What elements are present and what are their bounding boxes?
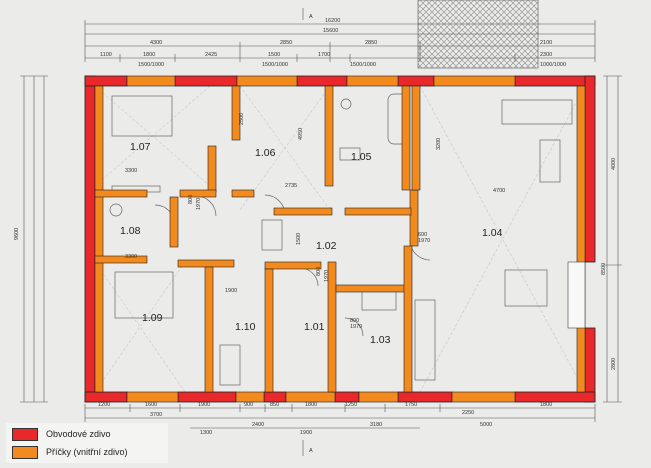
room-label: 1.10: [235, 321, 256, 333]
dim-window: 1500/1000: [138, 62, 164, 68]
legend: Obvodové zdivo Příčky (vnitřní zdivo): [6, 423, 168, 463]
dim-interior: 1970: [350, 324, 362, 330]
room-label: 1.09: [142, 312, 163, 324]
dim-window: 1500/1000: [350, 62, 376, 68]
section-marks: A A: [309, 14, 313, 454]
legend-label-interior: Příčky (vnitřní zdivo): [46, 447, 128, 457]
dim-top-row3: 2850: [365, 40, 377, 46]
room-label: 1.06: [255, 147, 276, 159]
dim-bottom-row1: 850: [270, 402, 279, 408]
dim-interior: 3200: [436, 138, 442, 150]
dim-bottom-row3: 1300: [200, 430, 212, 436]
dim-top-second: 15600: [323, 28, 338, 34]
dim-top-row4: 1800: [143, 52, 155, 58]
dim-bottom-row1: 1900: [198, 402, 210, 408]
dim-top-row4: 1700: [318, 52, 330, 58]
legend-item-exterior: Obvodové zdivo: [12, 427, 111, 441]
dim-interior: 3300: [125, 168, 137, 174]
legend-swatch-interior: [12, 445, 38, 459]
room-diagonals: [94, 85, 586, 393]
dim-top-overall: 16200: [325, 18, 340, 24]
dim-interior: 1970: [324, 270, 330, 282]
room-label: 1.04: [482, 227, 503, 239]
legend-item-interior: Příčky (vnitřní zdivo): [12, 445, 128, 459]
dimension-ticks: [20, 20, 622, 422]
dim-right-vert: 4000: [611, 158, 617, 170]
dim-bottom-row1: 1750: [405, 402, 417, 408]
room-label: 1.05: [351, 151, 372, 163]
exterior-walls: [84, 75, 596, 403]
dim-bottom-row1: 1800: [305, 402, 317, 408]
dim-top-row4: 1500: [268, 52, 280, 58]
dim-bottom-row2: 2400: [252, 422, 264, 428]
dim-top-row3: 2850: [280, 40, 292, 46]
dim-interior: 1970: [418, 238, 430, 244]
dim-interior: 1970: [196, 198, 202, 210]
dim-interior: 800: [188, 195, 194, 204]
dim-top-row4: 2425: [205, 52, 217, 58]
dimension-lines: [23, 8, 619, 456]
dim-interior: 1900: [225, 288, 237, 294]
dim-top-row3: 2100: [540, 40, 552, 46]
dim-left-overall: 9600: [14, 228, 20, 240]
room-label: 1.01: [304, 321, 325, 333]
dim-bottom-row3: 1900: [300, 430, 312, 436]
dim-interior: 1500: [296, 233, 302, 245]
dim-interior: 4700: [493, 188, 505, 194]
dim-interior: 800: [316, 267, 322, 276]
room-labels: 1.07 1.06 1.05 1.08 1.02 1.04 1.09 1.10 …: [120, 141, 503, 346]
dim-bottom-row2: 3700: [150, 412, 162, 418]
dim-top-row4: 2300: [540, 52, 552, 58]
fixture-outlines: [109, 93, 573, 386]
dim-bottom-row1: 1200: [98, 402, 110, 408]
dim-bottom-row1: 1600: [145, 402, 157, 408]
room-label: 1.07: [130, 141, 151, 153]
dim-bottom-row1: 1250: [345, 402, 357, 408]
dim-interior: 3300: [125, 254, 137, 260]
dim-right-vert: 2800: [611, 358, 617, 370]
legend-label-exterior: Obvodové zdivo: [46, 429, 111, 439]
section-mark-top: A: [309, 14, 313, 20]
dim-interior: 600: [418, 232, 427, 238]
dim-right-vert: 8500: [601, 263, 607, 275]
dim-window: 1000/1000: [540, 62, 566, 68]
dimension-texts: 16200 15600 4300 2850 2850 2100 1100 180…: [14, 18, 617, 436]
room-label: 1.03: [370, 334, 391, 346]
dim-bottom-row2: 3180: [370, 422, 382, 428]
room-label: 1.08: [120, 225, 141, 237]
dim-interior: 2735: [285, 183, 297, 189]
dim-bottom-row1: 1800: [540, 402, 552, 408]
dim-top-row3: 4300: [150, 40, 162, 46]
dim-interior: 2500: [239, 113, 245, 125]
dim-bottom-row1: 900: [244, 402, 253, 408]
dim-bottom-row3: 2250: [462, 410, 474, 416]
dim-window: 1500/1000: [262, 62, 288, 68]
section-mark-bottom: A: [309, 448, 313, 454]
room-label: 1.02: [316, 240, 337, 252]
dim-interior: 4950: [298, 128, 304, 140]
dim-bottom-row2: 5000: [480, 422, 492, 428]
window-openings: [567, 261, 586, 329]
dim-interior: 800: [350, 318, 359, 324]
dim-top-row4: 1100: [100, 52, 112, 58]
legend-swatch-exterior: [12, 427, 38, 441]
interior-walls: [94, 75, 586, 403]
